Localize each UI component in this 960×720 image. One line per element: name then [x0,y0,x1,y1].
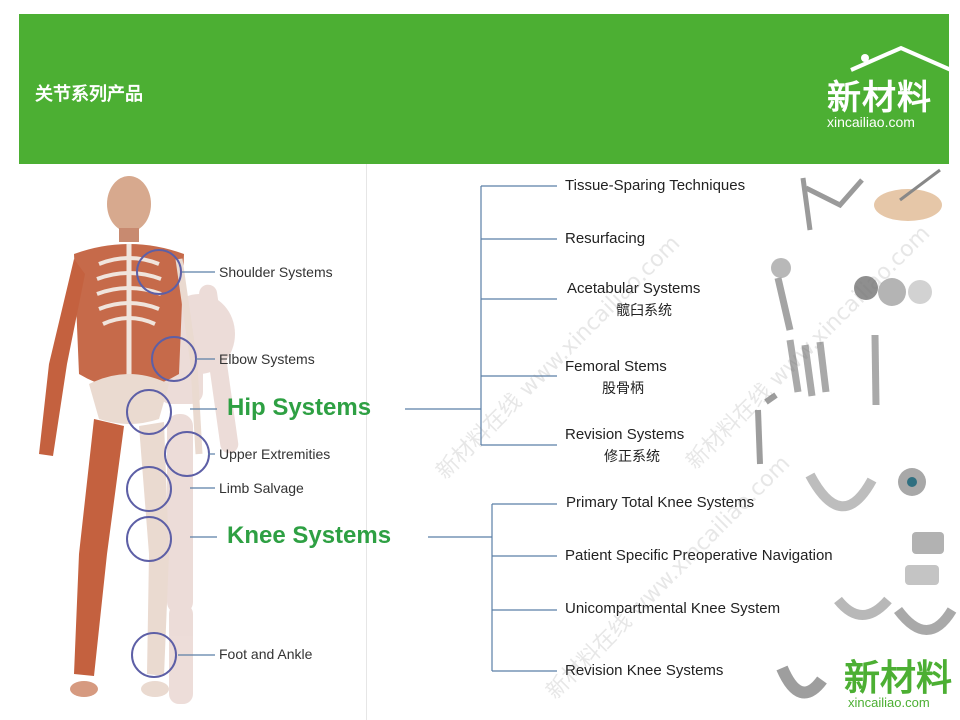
hip-systems-heading: Hip Systems [227,394,372,421]
revision-stem-image [755,392,778,465]
hip-item-revision: Revision Systems [565,426,685,443]
knee-item-revision: Revision Knee Systems [565,662,724,679]
footer-logo-cn: 新材料 [844,658,953,699]
hip-item-femoral: Femoral Stems [565,358,667,375]
hip-item-revision-cn: 修正系统 [604,449,660,465]
limb-salvage-label: Limb Salvage [219,480,304,496]
footer-logo-en: xincailiao.com [848,695,930,710]
tissue-sparing-tool-image [800,168,942,231]
upper-extremities-label: Upper Extremities [219,446,331,462]
femoral-stems-image [786,334,880,406]
primary-knee-image [805,468,926,512]
logo-cn-text: 新材料 [827,78,932,118]
header-banner: 关节系列产品 新材料 xincailiao.com [19,14,952,164]
revision-knee-image [776,665,827,699]
shoulder-systems-label: Shoulder Systems [219,264,333,280]
hip-item-resurfacing: Resurfacing [565,230,646,247]
roof-icon [850,45,952,72]
patient-specific-guide-image [905,532,944,585]
foot-ankle-label: Foot and Ankle [219,646,313,662]
knee-systems-heading: Knee Systems [227,522,392,549]
elbow-systems-label: Elbow Systems [219,351,315,367]
hip-item-femoral-cn: 股骨柄 [602,381,644,397]
footer-logo: 新材料 xincailiao.com [836,645,956,717]
unicompartmental-image [834,596,957,635]
knee-item-patient-specific: Patient Specific Preoperative Navigation [565,547,833,564]
logo-en-text: xincailiao.com [827,114,915,130]
panel-divider [366,164,367,720]
knee-item-unicompartmental: Unicompartmental Knee System [565,600,781,617]
human-body-figure [39,176,239,704]
hip-item-acetabular-cn: 髋臼系统 [616,303,672,319]
knee-item-primary: Primary Total Knee Systems [566,494,755,511]
anatomy-panel [19,164,365,720]
page-title: 关节系列产品 [35,84,143,105]
hip-item-acetabular: Acetabular Systems [567,280,701,297]
hip-item-tissue-sparing: Tissue-Sparing Techniques [565,177,746,194]
brand-logo: 新材料 xincailiao.com [821,44,960,134]
acetabular-implant-image [771,258,932,331]
